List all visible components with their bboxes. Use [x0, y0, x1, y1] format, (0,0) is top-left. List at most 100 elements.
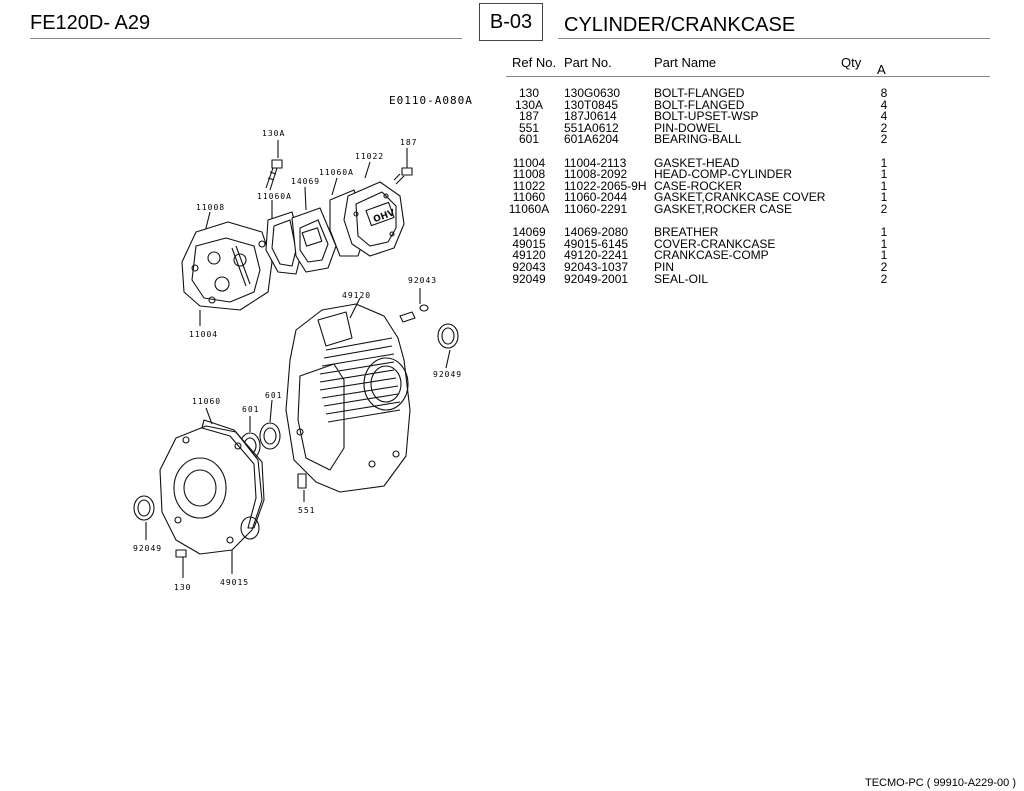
ref-no-cell: 11004 — [512, 155, 546, 170]
rocker-case-11022 — [343, 181, 405, 257]
col-header-qty: Qty — [841, 55, 862, 70]
qty-cell: 1 — [880, 236, 888, 251]
qty-cell: 2 — [880, 120, 888, 135]
bolt-130a — [265, 159, 283, 191]
callout-92043: 92043 — [408, 276, 438, 285]
ref-no-cell: 49015 — [512, 236, 546, 251]
callout-601-b: 601 — [242, 405, 260, 414]
pin-92043 — [399, 288, 429, 323]
part-name-cell: SEAL-OIL — [654, 271, 709, 286]
gasket-11060 — [201, 407, 265, 529]
ref-no-cell: 49120 — [512, 248, 546, 263]
part-name-cell: HEAD-COMP-CYLINDER — [654, 167, 793, 182]
callout-92049-left: 92049 — [133, 544, 163, 553]
part-no-cell: 601A6204 — [564, 132, 619, 147]
callout-14069: 14069 — [291, 177, 321, 186]
callout-187: 187 — [400, 138, 418, 147]
callout-49120: 49120 — [342, 291, 372, 300]
crankcase-cover-49015 — [159, 425, 263, 574]
header-rule-left — [30, 38, 462, 39]
bolt-130 — [175, 549, 187, 578]
bolt-187 — [393, 167, 413, 185]
part-name-cell: BEARING-BALL — [654, 132, 742, 147]
table-header-rule — [506, 76, 990, 77]
part-no-cell: 130G0630 — [564, 86, 621, 100]
part-no-cell: 187J0614 — [564, 109, 617, 124]
qty-cell: 2 — [880, 201, 888, 216]
exploded-diagram: OHV — [133, 140, 459, 578]
ref-no-cell: 11022 — [512, 178, 546, 193]
col-header-name: Part Name — [654, 55, 717, 70]
ref-no-cell: 11008 — [512, 167, 546, 182]
part-name-cell: BOLT-FLANGED — [654, 86, 745, 100]
qty-cell: 1 — [880, 190, 888, 205]
ref-no-cell: 11060A — [508, 201, 550, 216]
part-name-cell: BREATHER — [654, 225, 719, 240]
part-no-cell: 92043-1037 — [564, 259, 629, 274]
leader-lines-top — [199, 140, 408, 326]
crankcase-49120 — [285, 297, 411, 493]
callout-49015: 49015 — [220, 578, 250, 587]
model-title: FE120D- A29 — [30, 12, 151, 34]
part-name-cell: BOLT-FLANGED — [654, 97, 745, 112]
part-no-cell: 14069-2080 — [564, 225, 629, 240]
callout-92049-right: 92049 — [433, 370, 463, 379]
qty-cell: 2 — [880, 132, 888, 147]
qty-cell: 2 — [880, 271, 888, 286]
bearing-601-a — [259, 399, 281, 450]
qty-cell: 1 — [880, 225, 888, 240]
col-header-qty-sub: A — [877, 62, 886, 77]
part-name-cell: PIN — [654, 259, 675, 274]
ref-no-cell: 92049 — [512, 271, 546, 286]
ref-no-cell: 130A — [514, 97, 544, 112]
callout-601-a: 601 — [265, 391, 283, 400]
part-no-cell: 49015-6145 — [564, 236, 629, 251]
part-name-cell: CRANKCASE-COMP — [654, 248, 769, 263]
callout-11008: 11008 — [196, 203, 226, 212]
part-no-cell: 551A0612 — [564, 120, 619, 135]
diagram-code: E0110-A080A — [389, 94, 473, 107]
qty-cell: 4 — [880, 109, 888, 124]
ref-no-cell: 11060 — [512, 190, 546, 205]
col-header-ref: Ref No. — [512, 55, 557, 70]
section-title: CYLINDER/CRANKCASE — [564, 14, 796, 36]
part-name-cell: CASE-ROCKER — [654, 178, 743, 193]
breather-14069 — [291, 207, 337, 273]
part-no-cell: 11022-2065-9H — [564, 178, 647, 193]
seal-92049-left — [133, 495, 155, 540]
callout-11060a-mid: 11060A — [257, 192, 292, 201]
callout-11060a-top: 11060A — [319, 168, 354, 177]
qty-cell: 8 — [880, 86, 888, 100]
qty-cell: 2 — [880, 259, 888, 274]
part-name-cell: COVER-CRANKCASE — [654, 236, 776, 251]
part-no-cell: 130T0845 — [564, 97, 619, 112]
qty-cell: 1 — [880, 178, 888, 193]
ref-no-cell: 92043 — [512, 259, 546, 274]
callout-11004: 11004 — [189, 330, 219, 339]
part-no-cell: 11008-2092 — [564, 167, 628, 182]
page-code: B-03 — [489, 10, 533, 33]
footer-code: TECMO-PC ( 99910-A229-00 ) — [865, 777, 1016, 789]
callout-130a: 130A — [262, 129, 286, 138]
part-name-cell: BOLT-UPSET-WSP — [654, 109, 759, 124]
part-name-cell: PIN-DOWEL — [654, 120, 723, 135]
part-no-cell: 11060-2044 — [564, 190, 628, 205]
ref-no-cell: 187 — [518, 109, 540, 124]
col-header-part: Part No. — [564, 55, 612, 70]
ref-no-cell: 551 — [518, 120, 540, 135]
part-name-cell: GASKET,ROCKER CASE — [654, 201, 793, 216]
part-no-cell: 11060-2291 — [564, 201, 628, 216]
qty-cell: 1 — [880, 155, 888, 170]
part-name-cell: GASKET,CRANKCASE COVER — [654, 190, 826, 205]
callout-130: 130 — [174, 583, 192, 592]
callout-11060: 11060 — [192, 397, 222, 406]
qty-cell: 1 — [880, 248, 888, 263]
header-rule-right — [558, 38, 990, 39]
seal-92049-right — [437, 323, 459, 369]
dowel-551 — [297, 473, 307, 502]
ref-no-cell: 130 — [518, 86, 540, 100]
callout-551: 551 — [298, 506, 316, 515]
page-code-box: B-03 — [479, 3, 543, 41]
qty-cell: 4 — [880, 97, 888, 112]
part-no-cell: 92049-2001 — [564, 271, 629, 286]
